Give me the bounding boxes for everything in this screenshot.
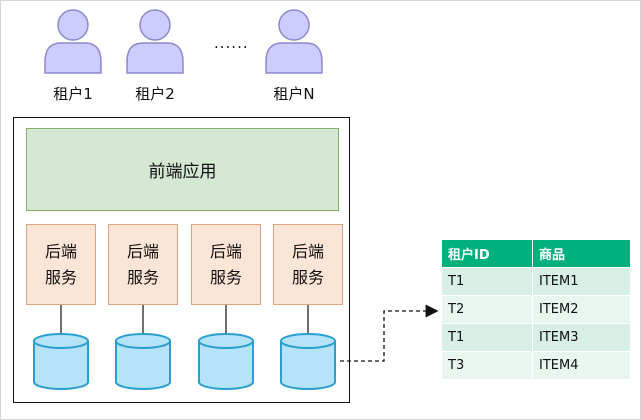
backend-service-label-line1: 后端 bbox=[209, 241, 242, 261]
backend-service-box: 后端服务 bbox=[191, 224, 261, 305]
backend-service-label-line1: 后端 bbox=[126, 241, 159, 261]
backend-service-label-line1: 后端 bbox=[291, 241, 324, 261]
table-header-row: 租户ID 商品 bbox=[441, 239, 631, 268]
table-row: T1 ITEM1 bbox=[441, 267, 631, 296]
table-cell: T2 bbox=[441, 295, 533, 324]
tenant-ellipsis: ...... bbox=[214, 34, 249, 52]
backend-service-label-line2: 服务 bbox=[44, 267, 77, 287]
person-icon bbox=[126, 9, 184, 74]
database-icon bbox=[198, 333, 254, 390]
table-row: T1 ITEM3 bbox=[441, 323, 631, 352]
table-cell: T1 bbox=[441, 323, 533, 352]
table-cell: ITEM2 bbox=[532, 295, 631, 324]
database-icon bbox=[33, 333, 89, 390]
database-icon bbox=[280, 333, 336, 390]
table-cell: ITEM1 bbox=[532, 267, 631, 296]
person-icon bbox=[44, 9, 102, 74]
tenant-label-n: 租户N bbox=[273, 85, 315, 103]
frontend-app-box: 前端应用 bbox=[26, 128, 339, 211]
backend-service-label-line2: 服务 bbox=[209, 267, 242, 287]
table-header-cell: 商品 bbox=[532, 239, 631, 268]
table-cell: ITEM3 bbox=[532, 323, 631, 352]
frontend-app-label: 前端应用 bbox=[148, 162, 217, 182]
backend-service-label-line2: 服务 bbox=[126, 267, 159, 287]
database-icon bbox=[115, 333, 171, 390]
table-header-cell: 租户ID bbox=[441, 239, 533, 268]
tenant-label-2: 租户2 bbox=[135, 85, 175, 103]
person-icon bbox=[265, 9, 323, 74]
tenant-label-1: 租户1 bbox=[53, 85, 93, 103]
backend-service-label-line1: 后端 bbox=[44, 241, 77, 261]
tenant-data-table: 租户ID 商品 T1 ITEM1 T2 ITEM2 T1 ITEM3 T3 IT… bbox=[441, 239, 631, 380]
backend-service-box: 后端服务 bbox=[108, 224, 178, 305]
table-row: T3 ITEM4 bbox=[441, 351, 631, 380]
table-cell: T1 bbox=[441, 267, 533, 296]
backend-service-box: 后端服务 bbox=[26, 224, 96, 305]
backend-service-box: 后端服务 bbox=[273, 224, 343, 305]
table-cell: ITEM4 bbox=[532, 351, 631, 380]
backend-service-label-line2: 服务 bbox=[291, 267, 324, 287]
table-cell: T3 bbox=[441, 351, 533, 380]
db-to-table-arrow bbox=[340, 304, 439, 362]
tenant-figures bbox=[44, 9, 323, 74]
table-row: T2 ITEM2 bbox=[441, 295, 631, 324]
